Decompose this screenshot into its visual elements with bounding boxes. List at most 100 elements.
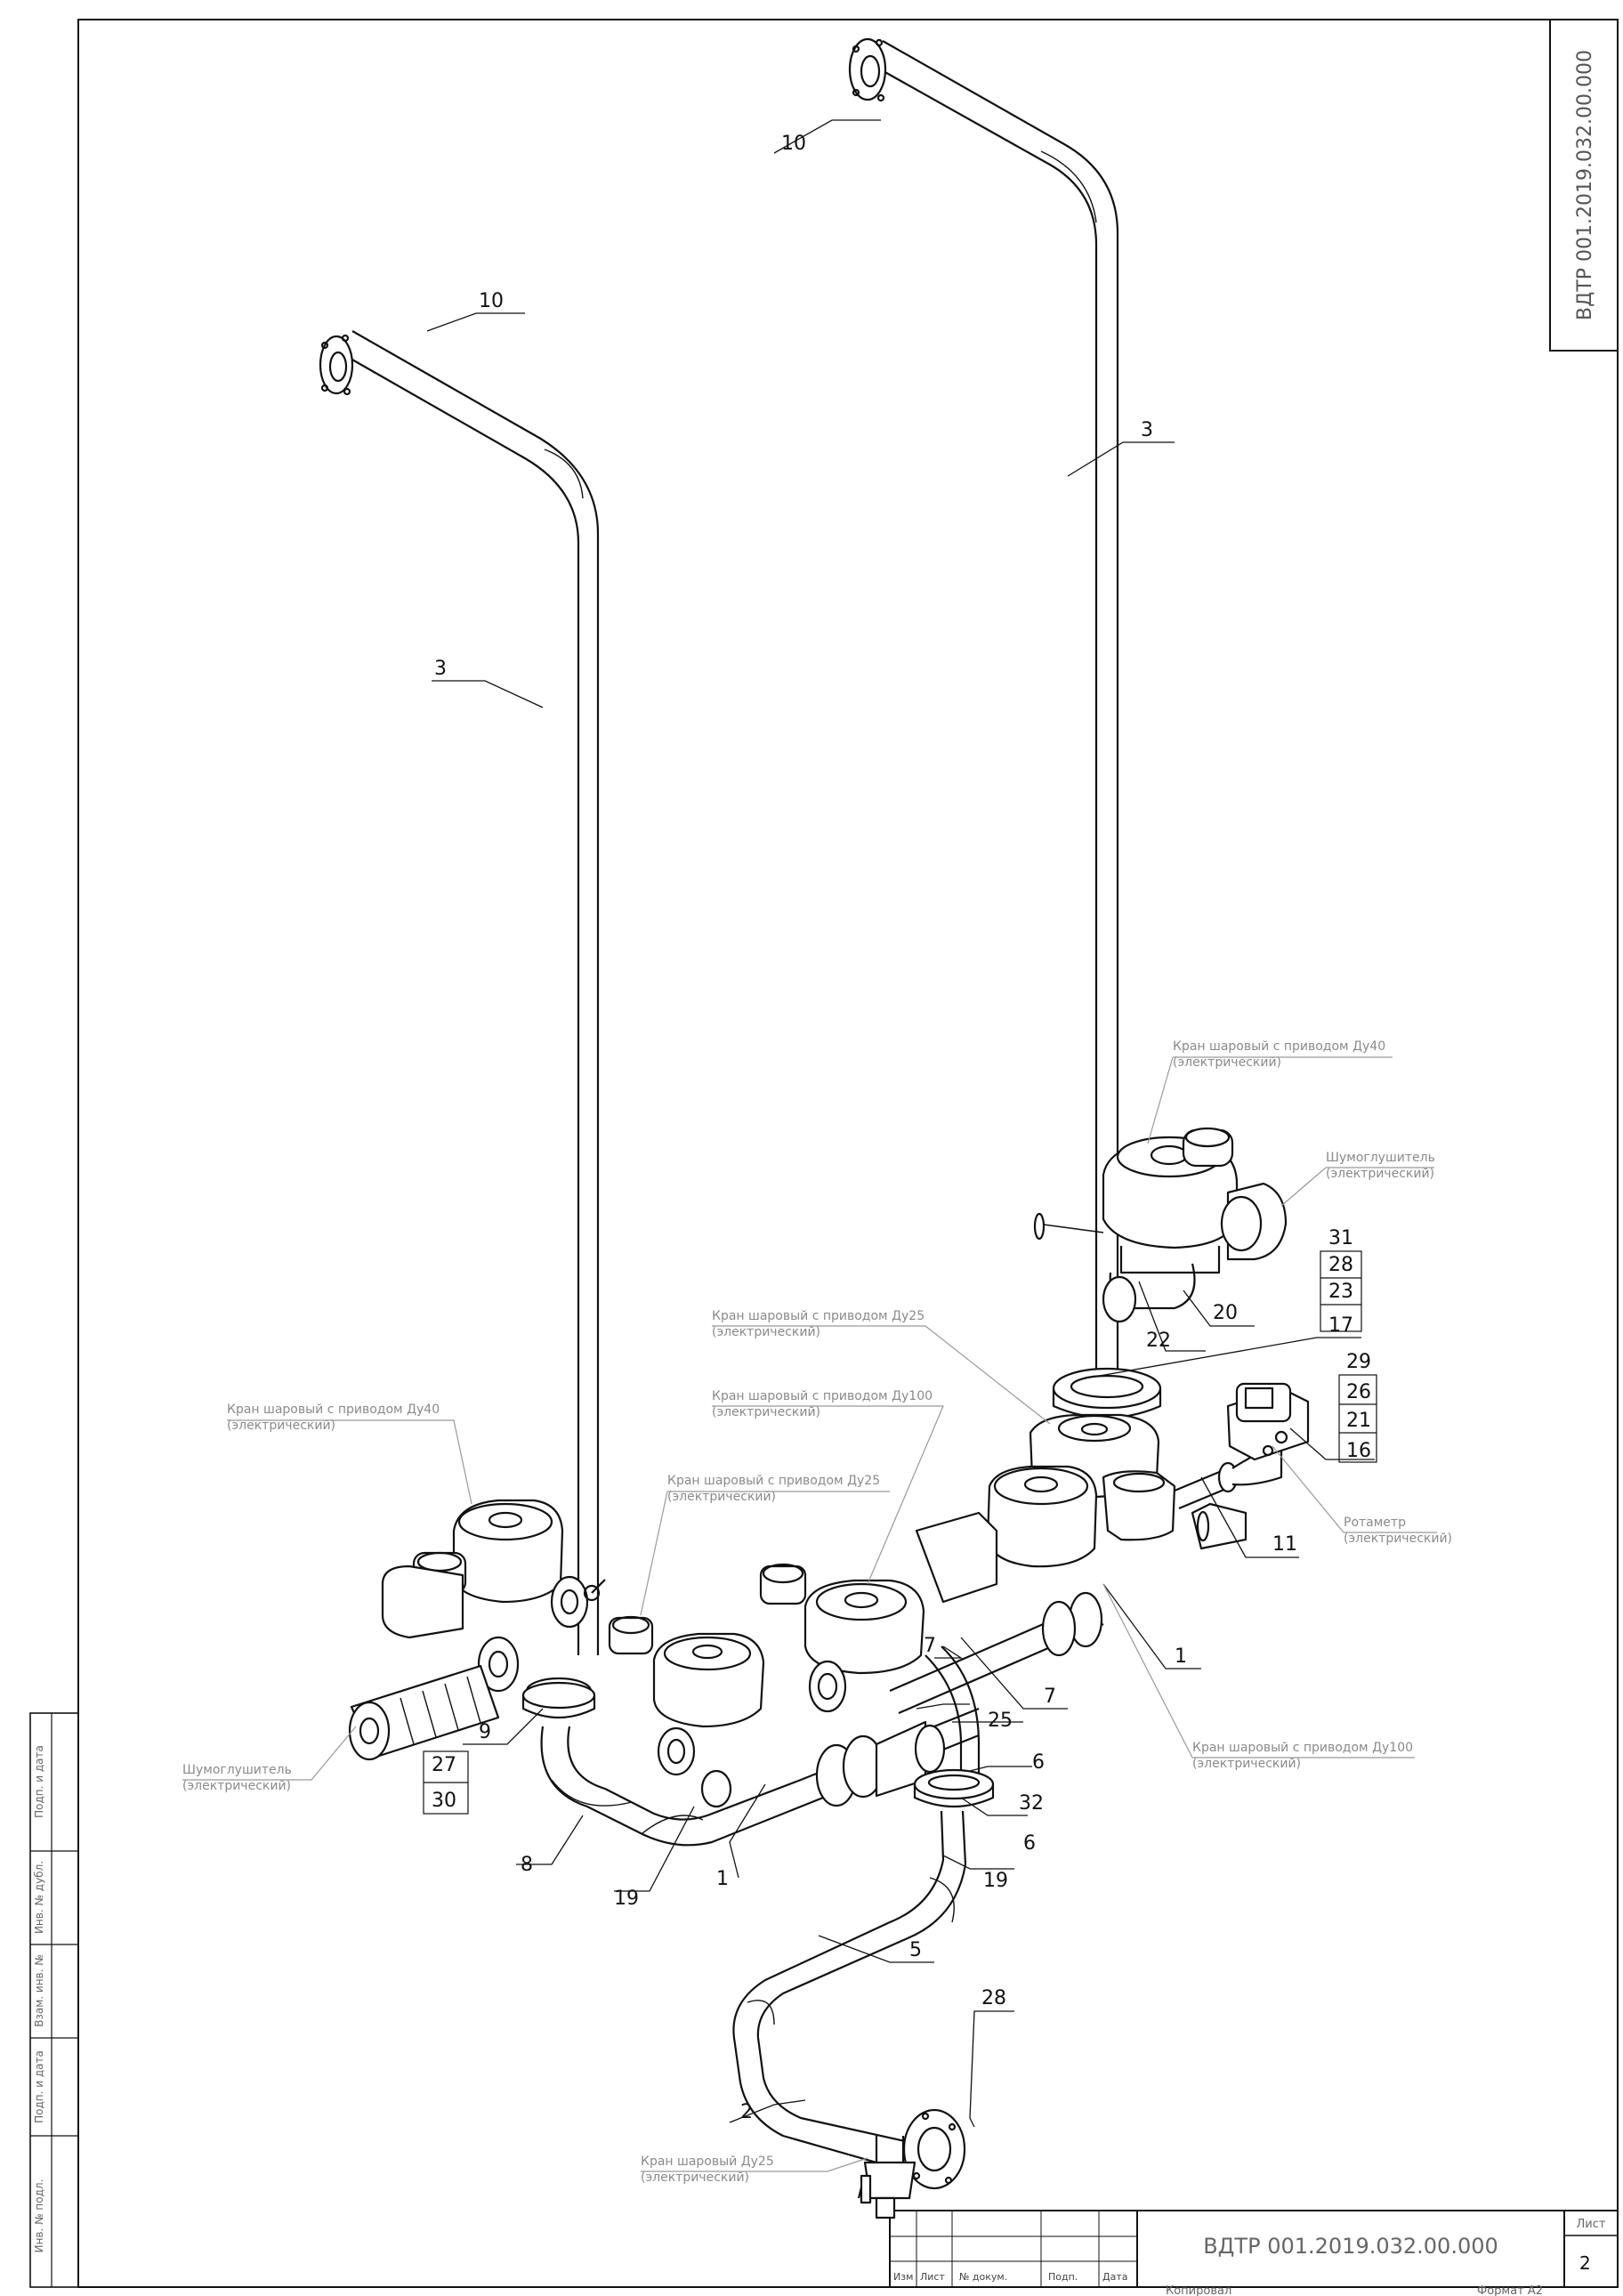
title-col-izm: Изм: [893, 2271, 913, 2283]
valve-assembly-upper-right: [1033, 1127, 1288, 1323]
note-silencer-left: Шумоглушитель (электрический): [182, 1726, 357, 1793]
title-sheet-number: 2: [1579, 2252, 1591, 2274]
side-label-5: Подп. и дата: [33, 1745, 45, 1818]
position-label: 31: [1328, 1227, 1353, 1249]
position-label: 26: [1346, 1381, 1371, 1403]
side-label-4: Инв. № дубл.: [33, 1861, 45, 1934]
piping-assembly: [319, 37, 1310, 2219]
note-line1: Шумоглушитель: [1326, 1151, 1435, 1165]
silencer-left: [348, 1664, 500, 1761]
position-label: 19: [614, 1888, 639, 1910]
title-copied: Копировал: [1166, 2284, 1231, 2296]
title-col-date: Дата: [1102, 2271, 1127, 2283]
top-stamp: ВДТР 001.2019.032.00.000: [1549, 19, 1619, 352]
position-label: 9: [479, 1721, 491, 1743]
note-line2: (электрический): [227, 1419, 335, 1433]
position-label: 3: [434, 658, 447, 680]
note-line2: (электрический): [182, 1779, 291, 1793]
title-col-doc: № докум.: [959, 2271, 1007, 2283]
flange-left-riser: [521, 1681, 596, 1719]
title-col-sign: Подп.: [1048, 2271, 1078, 2283]
note-line2: (электрический): [641, 2171, 749, 2185]
position-label: 22: [1146, 1330, 1171, 1352]
note-valve-dn25-upper: Кран шаровый с приводом Ду25 (электричес…: [712, 1309, 1051, 1425]
manifold-lower: [540, 1707, 980, 1847]
position-label: 32: [1019, 1792, 1044, 1815]
note-valve-dn100-right: Кран шаровый с приводом Ду100 (электриче…: [1102, 1583, 1415, 1771]
position-label: 16: [1346, 1440, 1371, 1462]
position-label: 25: [988, 1710, 1013, 1732]
component-notes: Кран шаровый с приводом Ду40 (электричес…: [182, 1039, 1452, 2185]
valve-dn25-bottom: [857, 2136, 916, 2219]
note-valve-dn25-bottom: Кран шаровый Ду25 (электрический): [641, 2155, 868, 2185]
title-sheet-label: Лист: [1577, 2218, 1606, 2231]
drawing-frame: [77, 19, 1619, 2288]
note-line2: (электрический): [667, 1490, 776, 1504]
note-line1: Кран шаровый с приводом Ду25: [712, 1309, 925, 1323]
position-label: 27: [432, 1754, 456, 1776]
top-stamp-code: ВДТР 001.2019.032.00.000: [1574, 50, 1596, 320]
valve-dn100-center: [759, 1511, 998, 1713]
note-line2: (электрический): [1192, 1757, 1301, 1771]
valve-dn100-right: [986, 1465, 1248, 1568]
note-line1: Кран шаровый с приводом Ду100: [1192, 1741, 1413, 1755]
title-format: Формат A2: [1477, 2284, 1543, 2296]
pipe-riser-left: [319, 330, 600, 1655]
position-label: 11: [1272, 1533, 1297, 1556]
position-label: 10: [781, 133, 806, 155]
position-label: 6: [1023, 1832, 1036, 1855]
side-label-2: Подп. и дата: [33, 2050, 45, 2123]
note-line2: (электрический): [1326, 1167, 1434, 1181]
note-silencer-upper: Шумоглушитель (электрический): [1280, 1151, 1435, 1207]
note-valve-dn100-upper: Кран шаровый с приводом Ду100 (электриче…: [712, 1389, 944, 1585]
label-boxes: [423, 1250, 1377, 1815]
position-label: 29: [1346, 1351, 1371, 1373]
position-label: 21: [1346, 1410, 1371, 1432]
note-valve-dn40-upper: Кран шаровый с приводом Ду40 (электричес…: [1147, 1039, 1393, 1144]
pipe-rotameter-branch: [1174, 1382, 1310, 1510]
note-line2: (электрический): [1173, 1055, 1281, 1070]
position-label: 28: [981, 1987, 1006, 2009]
position-label: 10: [479, 290, 504, 312]
title-block: Изм Лист № докум. Подп. Дата ВДТР 001.20…: [889, 2210, 1619, 2296]
position-numbers: 10 10 3 3 31 28 23 17 20 22 29 26 21 16 …: [432, 133, 1371, 2123]
position-label: 7: [1044, 1686, 1056, 1708]
flange-mid-lower: [913, 1768, 995, 1808]
note-line1: Шумоглушитель: [182, 1763, 292, 1777]
position-label: 8: [521, 1854, 533, 1876]
position-label: 6: [1032, 1751, 1045, 1774]
note-rotameter: Ротаметр (электрический): [1272, 1445, 1452, 1546]
note-line1: Ротаметр: [1344, 1516, 1406, 1530]
position-label: 28: [1328, 1254, 1353, 1276]
note-line1: Кран шаровый с приводом Ду100: [712, 1389, 933, 1403]
note-line1: Кран шаровый с приводом Ду25: [667, 1474, 880, 1488]
valve-dn25-left: [608, 1615, 765, 1808]
position-label: 17: [1328, 1314, 1353, 1337]
note-line2: (электрический): [1344, 1532, 1452, 1546]
note-line1: Кран шаровый с приводом Ду40: [1173, 1039, 1385, 1054]
note-valve-dn25-left: Кран шаровый с приводом Ду25 (электричес…: [640, 1474, 890, 1616]
position-label: 1: [1175, 1645, 1187, 1668]
position-label: 23: [1328, 1281, 1353, 1303]
position-label: 5: [909, 1939, 922, 1961]
side-strip: Инв. № подл. Подп. и дата Взам. инв. № И…: [29, 1712, 79, 2288]
note-line2: (электрический): [712, 1325, 820, 1339]
note-valve-dn40-left: Кран шаровый с приводом Ду40 (электричес…: [227, 1403, 472, 1505]
position-label: 3: [1141, 419, 1153, 441]
note-line2: (электрический): [712, 1405, 820, 1419]
pipe-riser-right: [848, 37, 1119, 1388]
position-label: 1: [716, 1868, 729, 1890]
note-line1: Кран шаровый с приводом Ду40: [227, 1403, 440, 1417]
position-label: 20: [1213, 1302, 1238, 1324]
leader-lines: [426, 119, 1375, 2128]
position-label: 19: [983, 1870, 1008, 1892]
valve-assembly-left: [381, 1499, 606, 1705]
flange-bottom: [902, 2108, 966, 2190]
position-label: 7: [924, 1635, 936, 1657]
note-line1: Кран шаровый Ду25: [641, 2155, 774, 2169]
flange-right-riser: [1052, 1367, 1162, 1419]
pipe-lower-drop: [732, 1810, 967, 2173]
position-label: 30: [432, 1790, 456, 1812]
side-label-3: Взам. инв. №: [33, 1954, 45, 2026]
